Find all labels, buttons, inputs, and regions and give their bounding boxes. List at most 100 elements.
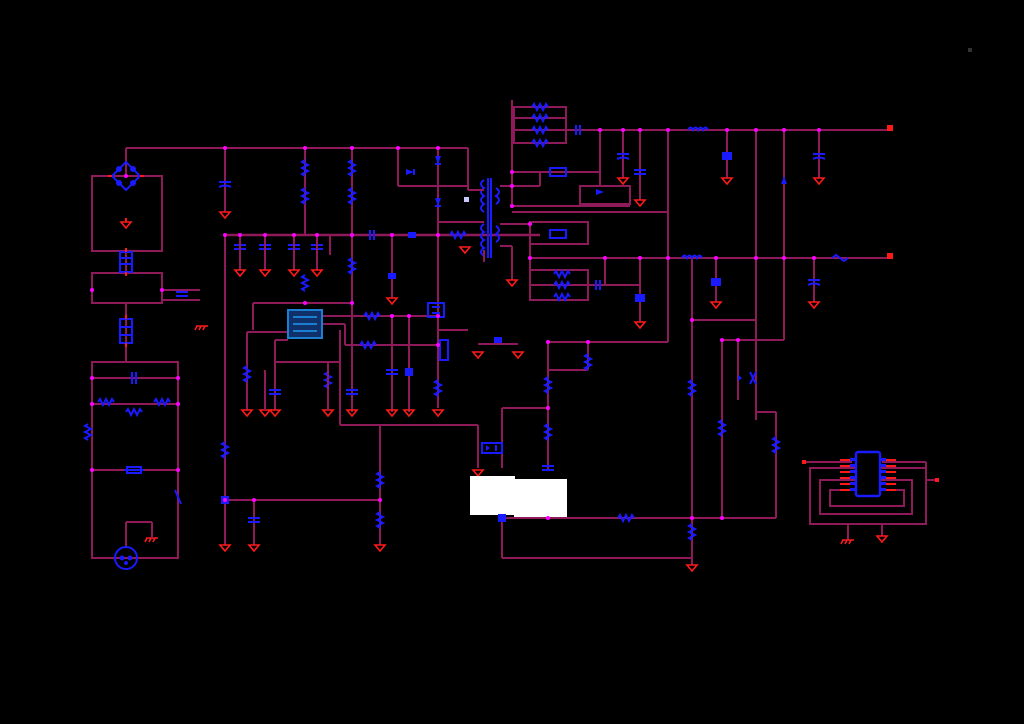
- capacitor-icon: [269, 389, 281, 395]
- ground-icon: [709, 301, 723, 310]
- ground-icon: [402, 409, 416, 418]
- ground-icon: [345, 409, 359, 418]
- capacitor-icon: [388, 273, 396, 279]
- capacitor-icon: [405, 368, 413, 376]
- junction-dot: [223, 233, 227, 237]
- junction-dot: [546, 516, 550, 520]
- resistor-icon: [322, 371, 334, 389]
- capacitor-icon: [369, 230, 375, 240]
- junction-dot: [510, 184, 514, 188]
- ground-icon: [247, 544, 261, 553]
- junction-dot: [292, 233, 296, 237]
- junction-dot: [638, 256, 642, 260]
- ground-icon: [812, 177, 826, 186]
- connector-icon: [887, 253, 893, 259]
- resistor-icon: [299, 274, 311, 292]
- secondary-section-top: [512, 106, 890, 420]
- junctions: [90, 128, 821, 520]
- junction-dot: [666, 256, 670, 260]
- junction-dot: [603, 256, 607, 260]
- resistor-icon: [686, 523, 698, 541]
- ground-icon: [685, 564, 699, 573]
- junction-dot: [315, 233, 319, 237]
- ground-icon: [633, 321, 647, 330]
- ground-icon: [373, 544, 387, 553]
- capacitor-icon: [542, 465, 554, 471]
- capacitor-icon: [346, 389, 358, 395]
- ground-icon: [310, 269, 324, 278]
- junction-dot: [817, 128, 821, 132]
- resistor-icon: [97, 396, 115, 408]
- resistor-icon: [346, 187, 358, 205]
- capacitor-icon: [635, 294, 645, 302]
- capacitor-icon: [131, 372, 137, 384]
- junction-dot: [350, 146, 354, 150]
- fuse-icon: [124, 466, 144, 474]
- junction-dot: [90, 402, 94, 406]
- junction-dot: [754, 128, 758, 132]
- resistor-icon: [553, 279, 571, 291]
- diode-icon: [549, 229, 567, 239]
- connector-icon: [802, 460, 806, 464]
- junction-dot: [252, 498, 256, 502]
- junction-dot: [407, 314, 411, 318]
- junction-dot: [586, 340, 590, 344]
- input-filter-frame: [91, 361, 179, 559]
- ac-source-icon: [114, 546, 138, 570]
- junction-dot: [598, 128, 602, 132]
- bridge-rectifier-icon: [108, 160, 144, 192]
- capacitor-icon: [616, 153, 630, 160]
- resistor-icon: [617, 512, 635, 524]
- junction-dot: [436, 233, 440, 237]
- ground-icon: [720, 177, 734, 186]
- resistor-icon: [374, 471, 386, 489]
- junction-dot: [690, 516, 694, 520]
- resistor-icon: [531, 112, 549, 124]
- resistor-icon: [439, 339, 449, 361]
- ground-icon: [218, 211, 232, 220]
- transistor-icon: [738, 371, 757, 385]
- diode-icon: [781, 176, 787, 184]
- resistor-icon: [432, 379, 444, 397]
- junction-dot: [223, 498, 227, 502]
- junction-dot: [782, 128, 786, 132]
- diode-icon: [406, 169, 415, 175]
- junction-dot: [782, 256, 786, 260]
- capacitor-icon: [575, 125, 581, 135]
- junction-dot: [546, 406, 550, 410]
- diode-icon: [435, 156, 441, 165]
- resistor-icon: [553, 291, 571, 303]
- ground-icon: [807, 301, 821, 310]
- regulator-icon: [498, 514, 506, 522]
- junction-dot: [176, 402, 180, 406]
- ground-icon: [321, 409, 335, 418]
- junction-dot: [666, 128, 670, 132]
- ground-icon: [875, 535, 889, 544]
- fuse-icon: [831, 253, 849, 263]
- ground-icon: [268, 409, 282, 418]
- junction-dot: [176, 376, 180, 380]
- junction-dot: [528, 256, 532, 260]
- diode-icon: [549, 167, 567, 177]
- capacitor-icon: [634, 169, 646, 175]
- junction-dot: [90, 468, 94, 472]
- resistor-icon: [531, 101, 549, 113]
- ac-input-section: [91, 147, 469, 559]
- resistor-icon: [299, 187, 311, 205]
- junction-dot: [754, 256, 758, 260]
- primary-section: [224, 148, 540, 545]
- filter-frame: [91, 272, 163, 304]
- junction-dot: [510, 170, 514, 174]
- ground-icon: [633, 199, 647, 208]
- ground-icon: [144, 537, 158, 543]
- junction-dot: [263, 233, 267, 237]
- switch-icon: [174, 489, 182, 505]
- junction-dot: [436, 314, 440, 318]
- label-patch: [514, 479, 567, 517]
- ground-icon: [119, 218, 133, 230]
- junction-dot: [223, 146, 227, 150]
- ground-icon: [287, 269, 301, 278]
- resistor-icon: [531, 124, 549, 136]
- ground-icon: [471, 469, 485, 478]
